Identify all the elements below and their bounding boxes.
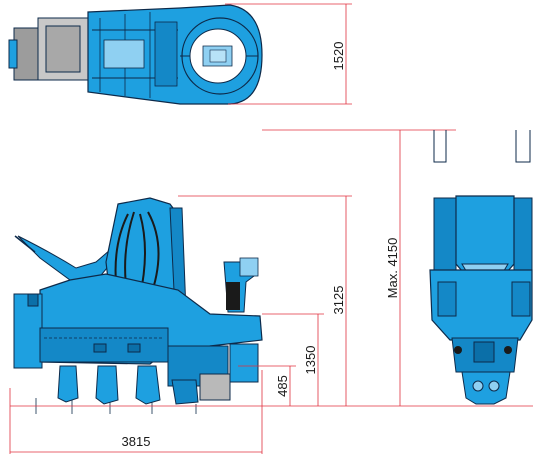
dimension-3125-label: 3125 <box>331 286 346 315</box>
dimension-side: 3125 1350 485 Max. 4150 3815 <box>9 129 533 454</box>
dimension-1350-label: 1350 <box>303 346 318 375</box>
dimension-485-label: 485 <box>275 375 290 397</box>
side-view-leg-1 <box>57 365 79 403</box>
front-view-left-arm <box>433 130 447 163</box>
side-view-leg-2 <box>95 365 119 405</box>
side-view <box>13 197 263 414</box>
front-view-right-arm <box>515 130 531 163</box>
dimension-max-height-label: Max. 4150 <box>385 238 400 299</box>
front-view <box>429 130 533 405</box>
top-view <box>8 4 263 105</box>
top-view-rear-block <box>13 27 39 81</box>
front-view-foot <box>461 371 511 405</box>
dimension-top-height-label: 1520 <box>331 42 346 71</box>
dimension-length-label: 3815 <box>122 434 151 449</box>
side-view-leg-4 <box>171 379 199 405</box>
dimension-top-height: 1520 <box>225 3 352 105</box>
side-view-hoses <box>114 211 160 301</box>
side-view-leg-3 <box>135 365 161 405</box>
